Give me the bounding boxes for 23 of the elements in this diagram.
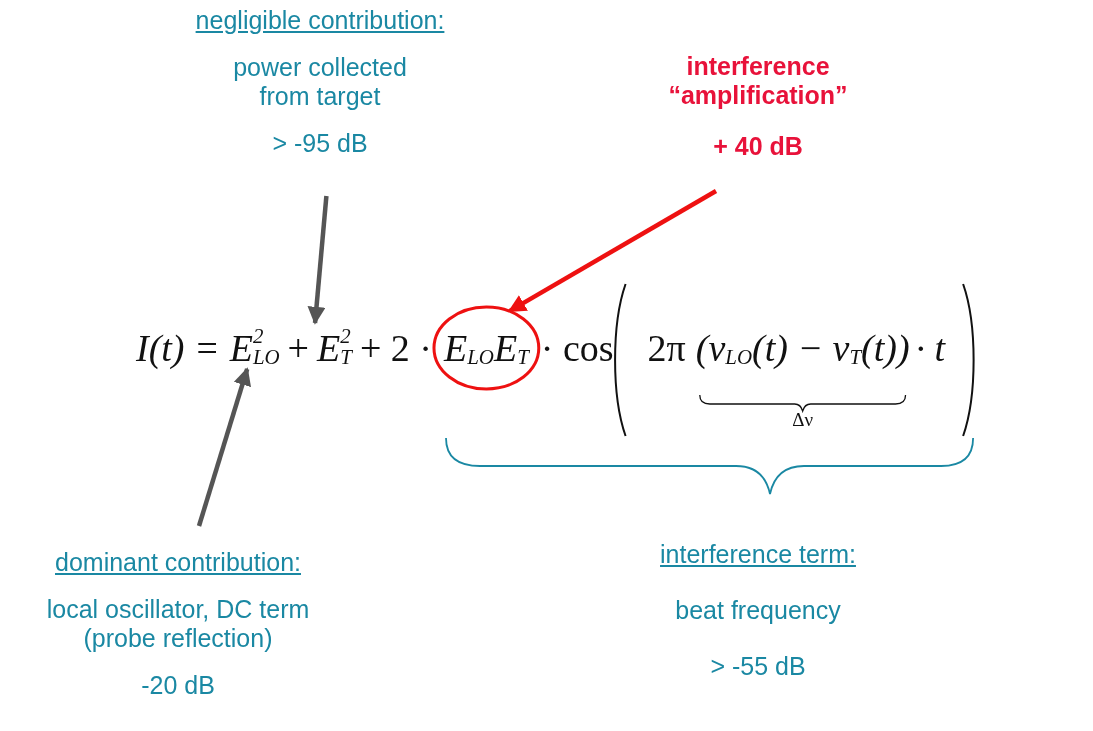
body-text: interference “amplification” bbox=[667, 52, 849, 110]
arrow bbox=[507, 189, 718, 314]
arrow bbox=[196, 367, 251, 527]
heading-text: dominant contribution: bbox=[54, 548, 302, 577]
circled-term: E$_{LO}$E$_{T}$ bbox=[434, 307, 539, 389]
brace-label: Δν bbox=[792, 410, 814, 429]
body-text: beat frequency bbox=[674, 596, 842, 625]
equation-text: (ν$_{LO}$(t) − ν$_{T}$(t)) bbox=[695, 329, 910, 367]
equation-text: · t bbox=[915, 329, 946, 367]
equation-text: 2π bbox=[647, 329, 686, 367]
value-text: -20 dB bbox=[140, 671, 216, 700]
equation-text: · cos bbox=[540, 329, 614, 367]
body-text: power collected from target bbox=[232, 53, 408, 111]
value-text: > -55 dB bbox=[709, 652, 807, 681]
arrow bbox=[307, 195, 329, 325]
heading-text: interference term: bbox=[659, 540, 857, 569]
body-text: local oscillator, DC term (probe reflection) bbox=[45, 595, 311, 653]
heading-text: negligible contribution: bbox=[194, 6, 446, 35]
value-text: > -95 dB bbox=[271, 129, 369, 158]
equation-text: + bbox=[287, 329, 310, 367]
equation-text: I(t) = bbox=[136, 329, 220, 367]
equation-text: + 2 · bbox=[359, 329, 432, 367]
value-text: + 40 dB bbox=[712, 132, 804, 161]
